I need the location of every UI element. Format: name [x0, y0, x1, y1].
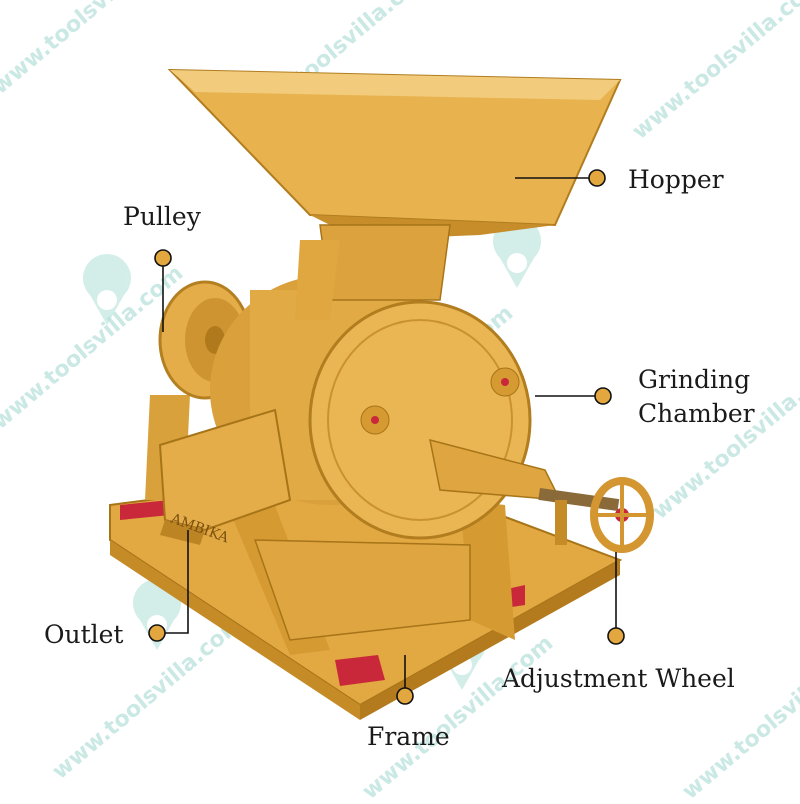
markers	[148, 169, 625, 705]
watermark-logo-icon	[83, 254, 131, 325]
label-frame: Frame	[367, 722, 450, 751]
leader-lines	[157, 177, 617, 696]
red-pad	[120, 500, 170, 520]
hopper-neck	[319, 224, 451, 301]
label-outlet: Outlet	[44, 620, 123, 649]
flour-mill-machine: AMBIKA	[109, 68, 654, 720]
watermark-logo-icon	[493, 217, 541, 288]
outlet-leader	[157, 530, 189, 634]
red-pad	[335, 655, 385, 686]
grinding-chamber-cover	[308, 300, 532, 540]
frame-marker	[396, 687, 414, 705]
watermark-text: www.toolsvilla.com	[628, 0, 800, 145]
grinding-chamber-marker	[594, 387, 612, 405]
adjustment-handwheel	[590, 477, 654, 553]
label-chamber: Chamber	[638, 399, 755, 428]
part-labels: Hopper Pulley Grinding Chamber Outlet Ad…	[44, 165, 755, 751]
watermark-text: www.toolsvilla.com	[0, 0, 188, 100]
label-hopper: Hopper	[628, 165, 724, 194]
outlet-chute	[158, 408, 292, 532]
watermark-text: www.toolsvilla.com	[678, 631, 800, 800]
outlet-marker	[148, 624, 166, 642]
hopper-marker	[588, 169, 606, 187]
adjustment-wheel-marker	[607, 627, 625, 645]
label-grinding: Grinding	[638, 365, 750, 394]
pulley-marker	[154, 249, 172, 267]
label-adjustment-wheel: Adjustment Wheel	[501, 664, 735, 693]
label-pulley: Pulley	[123, 202, 202, 231]
